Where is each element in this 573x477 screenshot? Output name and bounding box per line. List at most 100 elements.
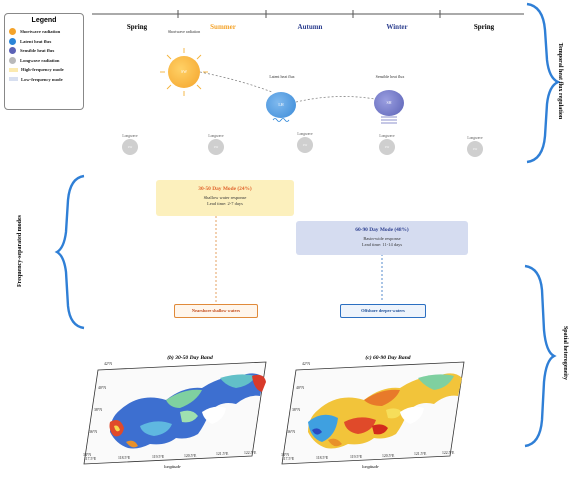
- map-title: (c) 60-90 Day Band: [365, 355, 411, 361]
- map-title: (b) 30-50 Day Band: [167, 355, 213, 361]
- legend-item-high-freq: High-frequency mode: [9, 65, 79, 75]
- lon-label: 120.5°E: [184, 454, 197, 458]
- legend-label: Longwave radiation: [20, 57, 60, 63]
- map-patch: [180, 410, 198, 423]
- lon-label: 122.5°E: [244, 451, 257, 455]
- longwave-label: Longwave: [467, 136, 483, 140]
- legend-item-shortwave: Shortwave radiation: [9, 27, 79, 37]
- legend-label: High-frequency mode: [21, 67, 64, 73]
- map-patch: [372, 424, 388, 435]
- legend-panel: Legend Shortwave radiation Latent heat f…: [4, 13, 84, 110]
- longwave-dot-icon: [9, 56, 16, 64]
- latent-wave-icon: [272, 118, 290, 122]
- frequency-brace: [54, 174, 85, 330]
- longwave-label: Longwave: [379, 134, 395, 138]
- nearshore-tag: Nearshore shallow waters: [174, 304, 258, 318]
- longwave-icon: LW: [379, 139, 395, 155]
- latent-label: Latent heat flux: [269, 74, 295, 79]
- high-mode-title: 30-50 Day Mode (24%): [198, 186, 252, 192]
- low-mode-lead: Lead time: 11-14 days: [361, 242, 403, 248]
- map-patch: [386, 408, 402, 419]
- season-label: Spring: [126, 23, 148, 31]
- longwave-label: Longwave: [122, 134, 138, 138]
- sun-icon: SW: [168, 56, 200, 88]
- lon-label: 118.5°E: [118, 456, 131, 460]
- high-mode-response: Shallow water response: [203, 195, 247, 200]
- lat-label: 40°N: [98, 386, 107, 390]
- low-mode-title: 60-90 Day Mode (48%): [355, 227, 409, 233]
- legend-item-low-freq: Low-frequency mode: [9, 75, 79, 85]
- map-patch: [220, 374, 256, 388]
- shortwave-label: Shortwave radiation: [167, 29, 201, 34]
- map-panel-b: (b) 30-50 Day Band 42°N 40°N 38°N 36°N 3…: [80, 352, 280, 474]
- lat-label: 42°N: [104, 362, 113, 366]
- lat-label: 38°N: [94, 408, 103, 412]
- map-patch: [308, 414, 338, 442]
- temporal-side-label: Temporal heat flux regulation: [557, 42, 563, 120]
- lon-label: 121.5°E: [216, 452, 229, 456]
- frequency-side-label: Frequency-separated modes: [17, 214, 23, 288]
- map-patch: [126, 440, 138, 448]
- map-xlabel: longitude: [362, 464, 379, 469]
- map-patch: [252, 374, 266, 392]
- legend-title: Legend: [31, 17, 57, 24]
- legend-item-sensible: Sensible heat flux: [9, 46, 79, 56]
- longwave-icon: LW: [297, 137, 313, 153]
- lon-label: 117.5°E: [282, 457, 295, 461]
- legend-label: Shortwave radiation: [20, 29, 61, 35]
- sea-region: [308, 373, 462, 449]
- low-frequency-swatch-icon: [9, 77, 18, 82]
- longwave-label: Longwave: [208, 134, 224, 138]
- shortwave-badge: SW: [181, 68, 187, 74]
- sensible-dot-icon: [9, 47, 16, 55]
- map-patch: [328, 438, 342, 447]
- high-frequency-mode-box: 30-50 Day Mode (24%) Shallow water respo…: [156, 180, 294, 216]
- longwave-item: Longwave LW: [463, 136, 487, 157]
- map-patch: [140, 421, 172, 436]
- lon-label: 119.5°E: [350, 455, 363, 459]
- lon-label: 118.5°E: [316, 456, 329, 460]
- spatial-side-label: Spatial heterogeneity: [562, 325, 568, 381]
- map-xlabel: longitude: [164, 464, 181, 469]
- longwave-badge: LW: [302, 143, 308, 147]
- shortwave-dot-icon: [9, 28, 16, 36]
- map-patch: [114, 425, 120, 432]
- low-mode-response: Basin-wide response: [363, 236, 401, 241]
- map-c-graphic: [281, 361, 465, 465]
- lon-label: 120.5°E: [382, 454, 395, 458]
- offshore-tag: Offshore deeper waters: [340, 304, 426, 318]
- lat-label: 36°N: [287, 430, 296, 434]
- longwave-icon: LW: [467, 141, 483, 157]
- longwave-icon: LW: [122, 139, 138, 155]
- lon-label: 119.5°E: [152, 455, 165, 459]
- longwave-label: Longwave: [297, 132, 313, 136]
- latent-badge: LH: [278, 101, 284, 107]
- lon-label: 122.5°E: [442, 451, 455, 455]
- legend-item-latent: Latent heat flux: [9, 37, 79, 47]
- map-panel-c: (c) 60-90 Day Band 42°N 40°N 38°N 36°N 3…: [278, 352, 478, 474]
- map-b-graphic: [83, 361, 267, 465]
- longwave-item: Longwave LW: [118, 134, 142, 155]
- temporal-brace: [526, 2, 561, 164]
- high-mode-lead: Lead time: 2-7 days: [207, 201, 243, 207]
- lat-label: 42°N: [302, 362, 311, 366]
- sensible-badge: SH: [386, 99, 392, 105]
- lon-label: 117.5°E: [84, 457, 97, 461]
- legend-label: Latent heat flux: [20, 38, 52, 44]
- longwave-badge: LW: [384, 145, 390, 149]
- map-patch: [166, 389, 202, 408]
- lat-label: 34°N: [83, 453, 92, 457]
- season-label: Autumn: [297, 23, 323, 31]
- longwave-badge: LW: [472, 147, 478, 151]
- map-patch: [344, 417, 376, 434]
- lat-label: 34°N: [281, 453, 290, 457]
- map-patch: [202, 406, 226, 424]
- sw-to-lh-connector: [199, 71, 273, 93]
- lat-label: 38°N: [292, 408, 301, 412]
- lh-to-sh-connector: [295, 96, 381, 103]
- sensible-label: Sensible heat flux: [375, 74, 405, 79]
- legend-label: Low-frequency mode: [21, 76, 63, 82]
- high-frequency-swatch-icon: [9, 67, 18, 72]
